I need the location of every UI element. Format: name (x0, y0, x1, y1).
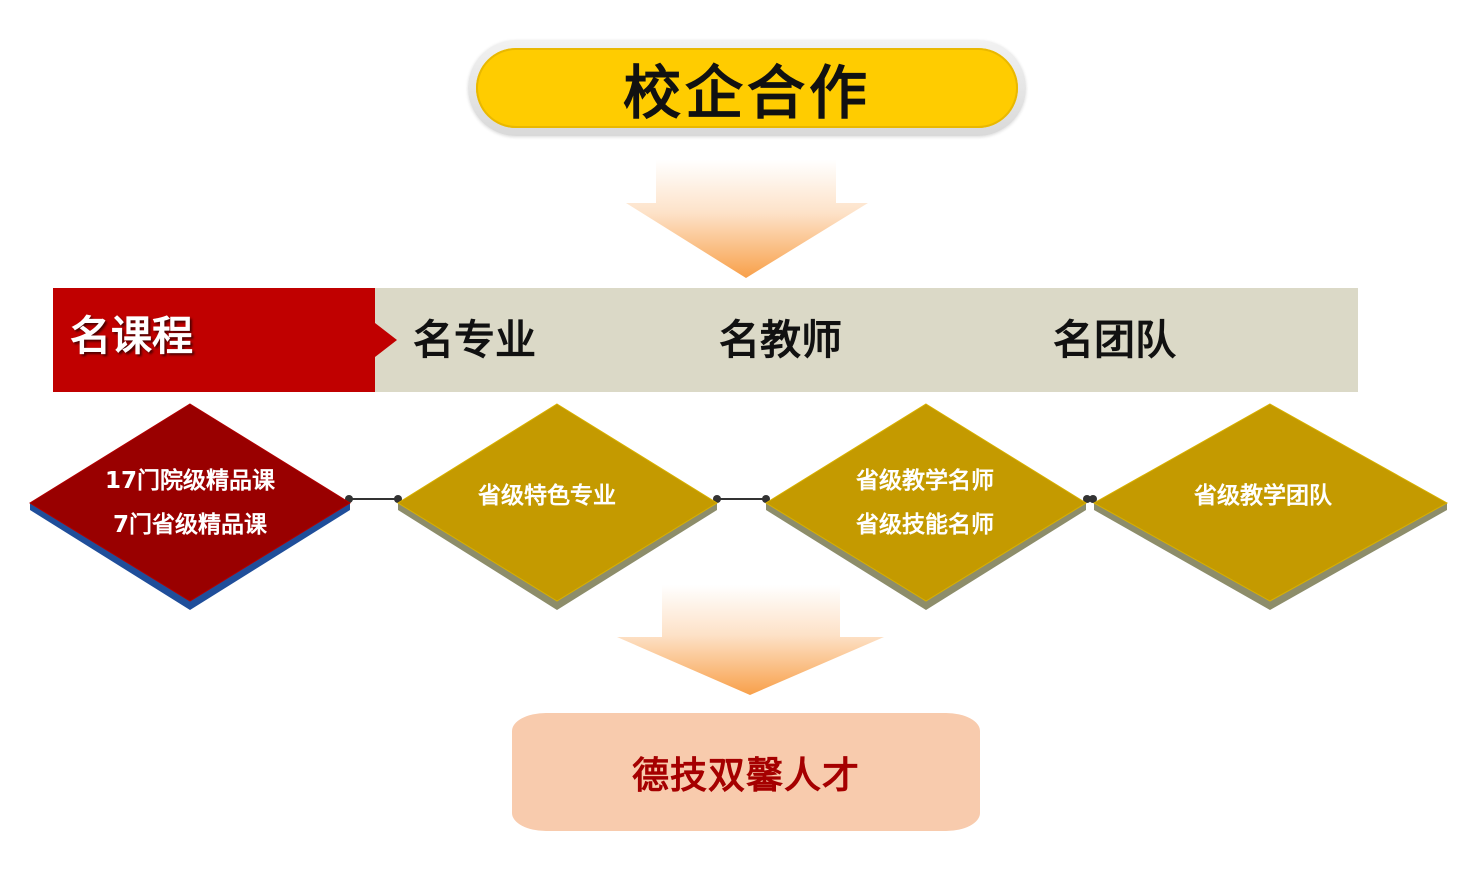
diamond-team (1092, 403, 1449, 610)
diamond-major-line-1: 省级特色专业 (478, 483, 616, 509)
diamond-course-line-1: 17门院级精品课 (104, 468, 275, 494)
down-arrow-bottom (617, 585, 884, 695)
connector-3 (1083, 495, 1097, 503)
diamond-team-text: 省级教学团队 (1133, 474, 1393, 518)
banner-label-major: 名专业 (413, 316, 536, 364)
diamond-major (397, 403, 718, 610)
banner-label-course: 名课程 (70, 312, 193, 360)
diamond-teacher-text: 省级教学名师 省级技能名师 (795, 459, 1055, 547)
down-arrow-top (626, 160, 868, 278)
diamond-teacher-line-2: 省级技能名师 (856, 512, 994, 538)
diamond-course (29, 403, 351, 610)
diamond-course-line-2: 7门省级精品课 (112, 512, 267, 538)
banner-highlight (53, 288, 375, 392)
outcome-text: 德技双馨人才 (632, 754, 860, 797)
outcome-box: 德技双馨人才 (512, 713, 980, 831)
diamond-teacher-line-1: 省级教学名师 (856, 468, 994, 494)
banner-label-team: 名团队 (1053, 316, 1176, 364)
banner-label-teacher: 名教师 (719, 316, 842, 364)
diamond-course-text: 17门院级精品课 7门省级精品课 (60, 459, 320, 547)
title-pill: 校企合作 (476, 48, 1018, 128)
diamond-team-line-1: 省级教学团队 (1194, 483, 1332, 509)
title-text: 校企合作 (622, 59, 871, 127)
connector-1 (345, 495, 402, 503)
connector-2 (713, 495, 770, 503)
diamond-teacher (765, 403, 1087, 610)
diamond-major-text: 省级特色专业 (417, 474, 677, 518)
banner-notch (375, 323, 397, 357)
